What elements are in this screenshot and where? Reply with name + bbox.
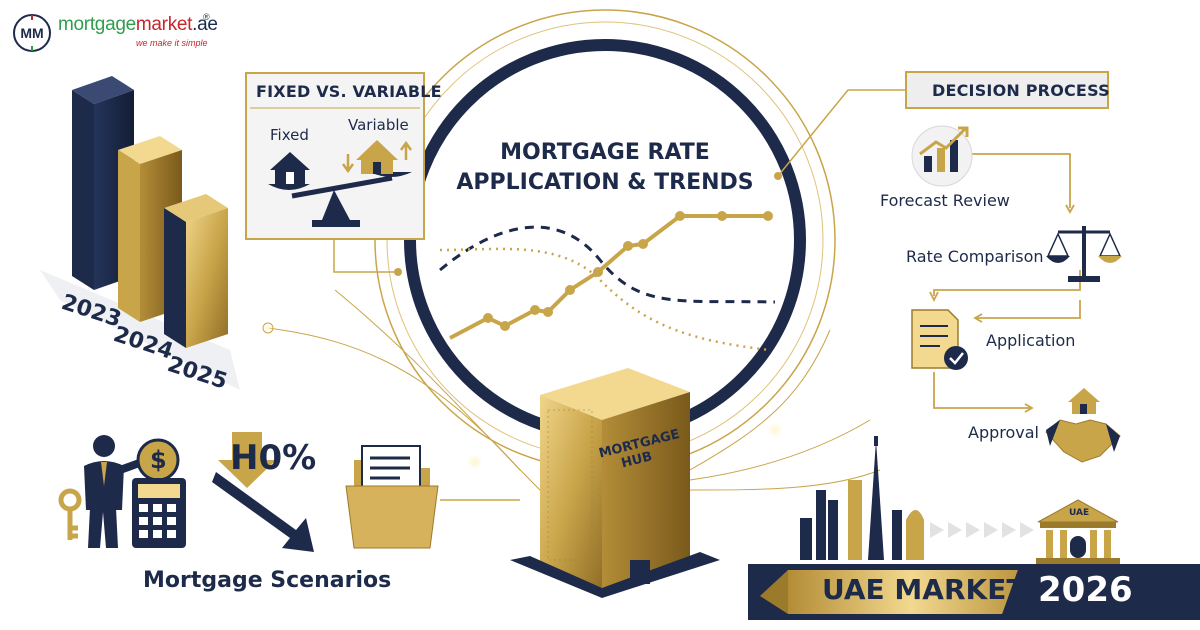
coin-dollar-sign: $ <box>150 446 167 474</box>
down-arrow-icon <box>212 432 314 552</box>
decision-step: Application <box>986 331 1076 350</box>
fixed-label: Fixed <box>270 126 309 144</box>
center-title-line1: MORTGAGE RATE <box>500 140 710 165</box>
decision-step: Forecast Review <box>880 191 1010 210</box>
bank-label: UAE <box>1069 508 1090 518</box>
hub-building <box>510 368 720 598</box>
scale-icon <box>1046 226 1122 282</box>
handshake-icon <box>1045 388 1121 463</box>
logo-mark: MM <box>13 14 51 52</box>
house-icon <box>270 152 310 184</box>
uae-market-banner <box>748 564 1200 620</box>
house-icon <box>341 140 413 174</box>
logo-part-ae: .ae <box>192 14 218 35</box>
bank-icon <box>1036 499 1120 564</box>
document-check-icon <box>911 309 968 370</box>
bar-2025 <box>164 194 228 348</box>
keys-icon <box>58 488 82 540</box>
logo-registered: ® <box>203 12 210 22</box>
decision-title: DECISION PROCESS <box>932 81 1110 100</box>
calculator-icon <box>132 478 186 548</box>
decision-title-box <box>905 71 1109 109</box>
growth-chart-icon <box>911 125 973 187</box>
percent-label: H0% <box>230 438 317 478</box>
trend-gold-line <box>449 211 773 340</box>
decision-step: Rate Comparison <box>906 247 1044 266</box>
center-title-line2: APPLICATION & TRENDS <box>456 170 754 195</box>
market-year: 2026 <box>1038 570 1133 610</box>
svg-text:MM: MM <box>20 25 43 41</box>
decision-step: Approval <box>968 423 1039 442</box>
logo-tagline: we make it simple <box>136 38 208 48</box>
fixed-variable-title: FIXED VS. VARIABLE <box>256 82 442 101</box>
folder-icon <box>345 445 439 549</box>
trend-dashed-navy <box>439 225 776 304</box>
logo-wordmark: mortgagemarket.ae <box>58 14 218 36</box>
balance-icon <box>268 172 412 227</box>
scenarios-title: Mortgage Scenarios <box>143 568 392 593</box>
variable-label: Variable <box>348 116 409 134</box>
center-title: MORTGAGE RATE APPLICATION & TRENDS <box>455 138 755 198</box>
city-skyline-icon <box>800 436 924 560</box>
logo-part-mortgage: mortgage <box>58 14 136 35</box>
logo-part-market: market <box>135 14 193 35</box>
uae-market-label: UAE MARKET <box>822 573 1026 606</box>
